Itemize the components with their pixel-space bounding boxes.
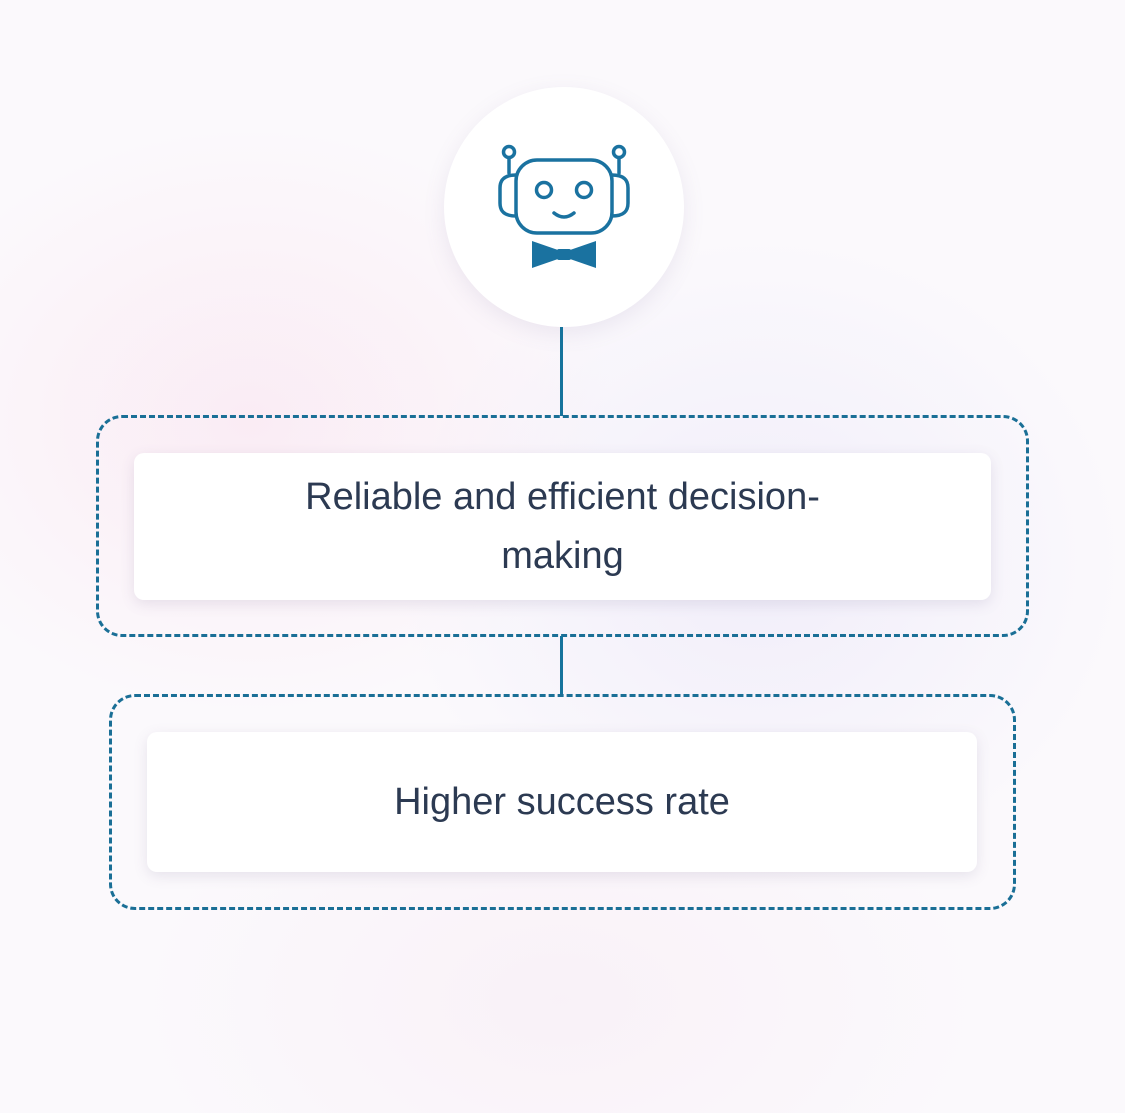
- benefit-card: Higher success rate: [147, 732, 977, 872]
- robot-bowtie-icon: [498, 144, 630, 268]
- benefit-label: Higher success rate: [394, 780, 730, 823]
- benefit-label: Reliable and efficient decision-making: [305, 475, 820, 577]
- connector-line: [560, 327, 563, 416]
- robot-avatar: [444, 87, 684, 327]
- dashed-group-box: [109, 694, 1016, 910]
- benefit-card: Reliable and efficient decision-making: [134, 453, 991, 600]
- dashed-group-box: [96, 415, 1029, 637]
- connector-line: [560, 636, 563, 696]
